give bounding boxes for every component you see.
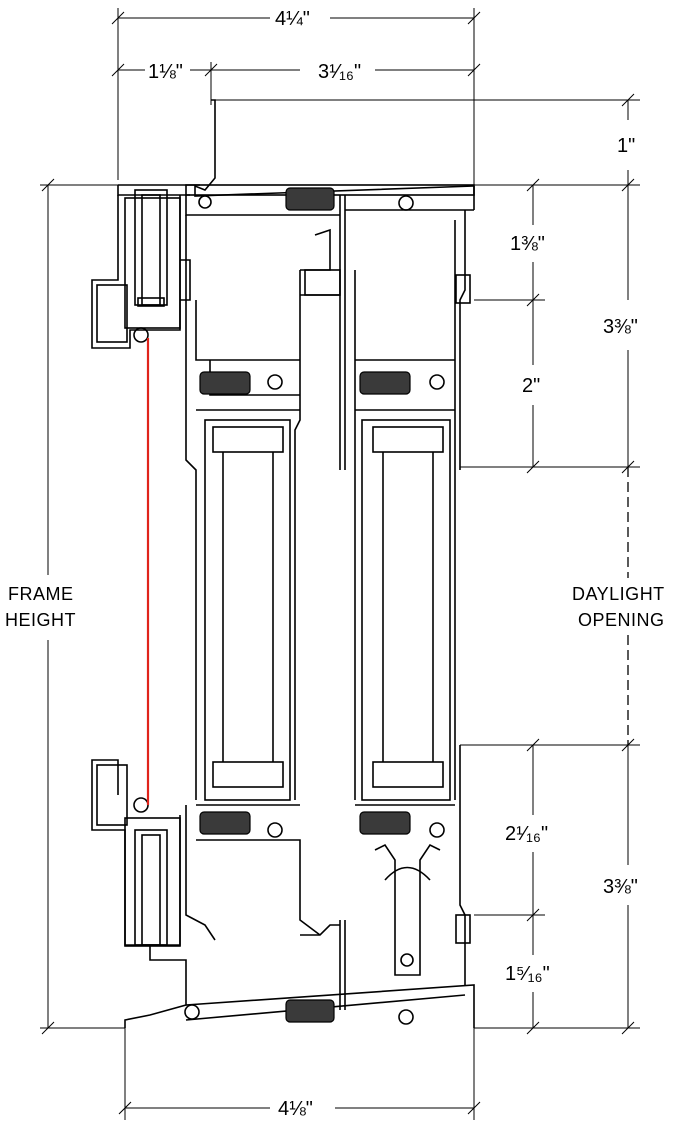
gasket-head bbox=[285, 187, 335, 211]
dim-glass-bite-top: 2" bbox=[522, 375, 540, 397]
gasket-left-bottom bbox=[199, 811, 251, 835]
gasket-sill bbox=[285, 999, 335, 1023]
sash-right bbox=[354, 220, 471, 944]
dim-right-offset: 3¹⁄₁₆" bbox=[318, 61, 361, 83]
dim-sill-glass-bite: 2¹⁄₁₆" bbox=[505, 823, 548, 845]
dim-left-offset: 1⅛" bbox=[148, 61, 183, 83]
dimension-lines bbox=[40, 8, 640, 1120]
gasket-right-bottom bbox=[359, 811, 411, 835]
label-frame-height-line2: HEIGHT bbox=[5, 610, 76, 630]
label-frame-height-line1: FRAME bbox=[8, 584, 74, 604]
dim-sill-height: 3⅜" bbox=[603, 876, 638, 898]
dim-overall-width-top: 4¼" bbox=[275, 8, 310, 30]
sash-left bbox=[185, 215, 341, 941]
dim-head-projection: 1" bbox=[617, 135, 635, 157]
dim-sill-bottom: 1⁵⁄₁₆" bbox=[505, 963, 550, 985]
dim-overall-width-bottom: 4⅛" bbox=[278, 1098, 313, 1120]
gasket-left-top bbox=[199, 371, 251, 395]
label-daylight-line2: OPENING bbox=[578, 610, 665, 630]
gasket-right-top bbox=[359, 371, 411, 395]
head-track-left bbox=[91, 189, 191, 349]
head-frame bbox=[117, 99, 475, 470]
label-daylight-line1: DAYLIGHT bbox=[572, 584, 665, 604]
dim-head-height: 3⅜" bbox=[603, 316, 638, 338]
dim-sight-top: 1⅜" bbox=[510, 233, 545, 255]
